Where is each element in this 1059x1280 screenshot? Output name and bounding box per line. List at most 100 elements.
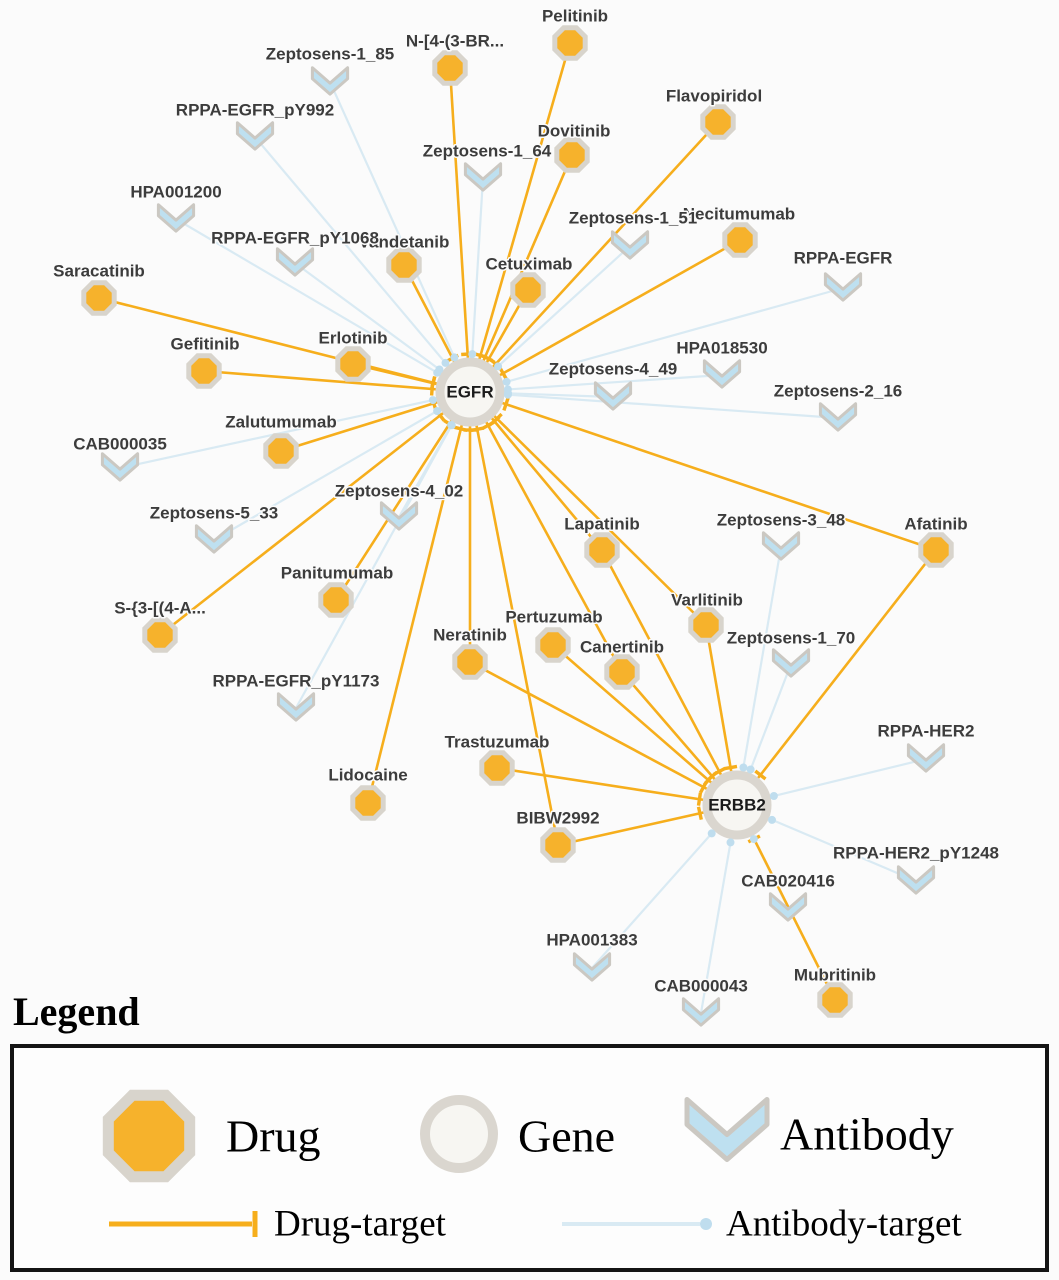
drug-node-afatinib[interactable] bbox=[918, 532, 954, 568]
antibody-node-zeptosens_2_16[interactable] bbox=[818, 402, 858, 432]
legend-antibody-chevron-icon bbox=[684, 1097, 770, 1162]
antibody-node-rppa_her2[interactable] bbox=[906, 743, 946, 773]
drug-node-dovitinib[interactable] bbox=[554, 137, 590, 173]
antibody-target-dot bbox=[726, 838, 735, 847]
drug-target-tee bbox=[706, 770, 719, 782]
drug-node-s3_4a[interactable] bbox=[142, 617, 178, 653]
antibody-node-cab000043[interactable] bbox=[681, 997, 721, 1027]
drug-node-lapatinib[interactable] bbox=[584, 532, 620, 568]
antibody-node-zeptosens_3_48[interactable] bbox=[761, 531, 801, 561]
node-label-zeptosens_5_33: Zeptosens-5_33 bbox=[150, 504, 279, 523]
antibody-target-dot bbox=[441, 358, 450, 367]
antibody-node-cab000035[interactable] bbox=[100, 452, 140, 482]
drug-node-zalutumumab[interactable] bbox=[263, 433, 299, 469]
antibody-node-cab020416[interactable] bbox=[768, 892, 808, 922]
node-label-ERBB2: ERBB2 bbox=[708, 796, 766, 815]
drug-node-flavopiridol[interactable] bbox=[700, 104, 736, 140]
drug-node-gefitinib[interactable] bbox=[186, 353, 222, 389]
node-label-rppa_egfr_py1068: RPPA-EGFR_pY1068 bbox=[211, 229, 379, 248]
node-label-zeptosens_3_48: Zeptosens-3_48 bbox=[717, 511, 846, 530]
node-label-zeptosens_1_70: Zeptosens-1_70 bbox=[727, 629, 856, 648]
antibody-node-rppa_egfr_py1068[interactable] bbox=[275, 247, 315, 277]
node-label-pertuzumab: Pertuzumab bbox=[505, 608, 602, 627]
drug-node-mubritinib[interactable] bbox=[817, 982, 853, 1018]
drug-target-edge bbox=[203, 369, 471, 394]
node-labels: EGFRERBB2PelitinibN-[4-(3-BR...Flavopiri… bbox=[52, 5, 1001, 997]
drug-target-tee bbox=[470, 426, 484, 433]
antibody-node-rppa_her2_py1248[interactable] bbox=[896, 865, 936, 895]
drug-target-edge bbox=[735, 549, 938, 806]
antibody-node-rppa_egfr[interactable] bbox=[823, 272, 863, 302]
node-label-trastuzumab: Trastuzumab bbox=[445, 733, 550, 752]
antibody-node-rppa_egfr_py1173[interactable] bbox=[276, 692, 316, 722]
antibody-target-edge bbox=[119, 390, 471, 470]
legend-gene-circle-icon bbox=[420, 1095, 498, 1173]
drug-node-pelitinib[interactable] bbox=[552, 25, 588, 61]
drug-target-edge bbox=[469, 121, 719, 393]
antibody-node-hpa001383[interactable] bbox=[572, 952, 612, 982]
antibody-node-zeptosens_1_70[interactable] bbox=[771, 648, 811, 678]
node-label-EGFR: EGFR bbox=[446, 383, 493, 402]
antibody-target-edge bbox=[254, 136, 471, 393]
drug-node-varlitinib[interactable] bbox=[688, 607, 724, 643]
drug-node-lidocaine[interactable] bbox=[350, 785, 386, 821]
drug-node-n4_3br[interactable] bbox=[432, 50, 468, 86]
drug-target-tee bbox=[491, 412, 503, 425]
node-label-lidocaine: Lidocaine bbox=[328, 766, 407, 785]
drug-node-vandetanib[interactable] bbox=[386, 247, 422, 283]
node-label-afatinib: Afatinib bbox=[904, 515, 967, 534]
drug-target-edge bbox=[496, 766, 738, 807]
drug-node-necitumumab[interactable] bbox=[722, 222, 758, 258]
node-label-vandetanib: Vandetanib bbox=[359, 233, 450, 252]
antibody-target-dot bbox=[494, 362, 503, 371]
drug-target-edge bbox=[469, 391, 707, 626]
antibody-node-zeptosens_1_64[interactable] bbox=[463, 162, 503, 192]
antibody-node-zeptosens_1_51[interactable] bbox=[610, 230, 650, 260]
drug-target-tee bbox=[696, 792, 703, 806]
node-label-gefitinib: Gefitinib bbox=[171, 335, 240, 354]
drug-target-edge bbox=[469, 660, 738, 807]
antibody-target-dot bbox=[739, 763, 748, 772]
drug-node-panitumumab[interactable] bbox=[318, 582, 354, 618]
node-label-zeptosens_4_02: Zeptosens-4_02 bbox=[335, 482, 464, 501]
legend-box: Drug Gene Antibody Drug-target Antibody-… bbox=[10, 1044, 1049, 1272]
drug-node-bibw2992[interactable] bbox=[540, 827, 576, 863]
drug-node-canertinib[interactable] bbox=[604, 654, 640, 690]
gene-node-ERBB2[interactable] bbox=[702, 770, 772, 840]
node-label-rppa_egfr: RPPA-EGFR bbox=[794, 249, 893, 268]
antibody-node-rppa_egfr_py992[interactable] bbox=[235, 121, 275, 151]
drug-target-edge bbox=[469, 238, 741, 394]
drug-target-edge bbox=[448, 67, 472, 393]
node-label-mubritinib: Mubritinib bbox=[794, 966, 876, 985]
antibody-node-zeptosens_5_33[interactable] bbox=[194, 524, 234, 554]
node-label-zeptosens_1_64: Zeptosens-1_64 bbox=[423, 142, 552, 161]
gene-node-EGFR[interactable] bbox=[435, 357, 505, 427]
node-label-varlitinib: Varlitinib bbox=[671, 591, 743, 610]
antibody-node-hpa001200[interactable] bbox=[156, 203, 196, 233]
drug-node-pertuzumab[interactable] bbox=[535, 627, 571, 663]
drug-node-saracatinib[interactable] bbox=[81, 280, 117, 316]
node-label-zeptosens_2_16: Zeptosens-2_16 bbox=[774, 382, 903, 401]
antibody-node-zeptosens_4_02[interactable] bbox=[379, 501, 419, 531]
antibody-target-dot bbox=[746, 765, 755, 774]
node-label-hpa001200: HPA001200 bbox=[130, 183, 221, 202]
antibody-node-zeptosens_4_49[interactable] bbox=[593, 381, 633, 411]
antibody-target-dot bbox=[435, 365, 444, 374]
antibody-target-dot bbox=[447, 421, 456, 430]
legend-heading: Legend bbox=[13, 989, 140, 1034]
antibody-node-zeptosens_1_85[interactable] bbox=[310, 66, 350, 96]
drug-node-cetuximab[interactable] bbox=[510, 272, 546, 308]
antibody-target-dot bbox=[433, 407, 442, 415]
drug-target-edge bbox=[600, 549, 739, 806]
drug-node-trastuzumab[interactable] bbox=[479, 750, 515, 786]
node-label-erlotinib: Erlotinib bbox=[319, 329, 388, 348]
antibody-node-hpa018530[interactable] bbox=[702, 359, 742, 389]
drug-target-tee bbox=[482, 354, 496, 364]
drug-node-neratinib[interactable] bbox=[452, 644, 488, 680]
drug-target-tee bbox=[498, 366, 508, 380]
node-label-pelitinib: Pelitinib bbox=[542, 7, 608, 26]
drug-target-edge bbox=[366, 391, 472, 804]
drug-node-erlotinib[interactable] bbox=[335, 346, 371, 382]
node-label-bibw2992: BIBW2992 bbox=[516, 809, 599, 828]
